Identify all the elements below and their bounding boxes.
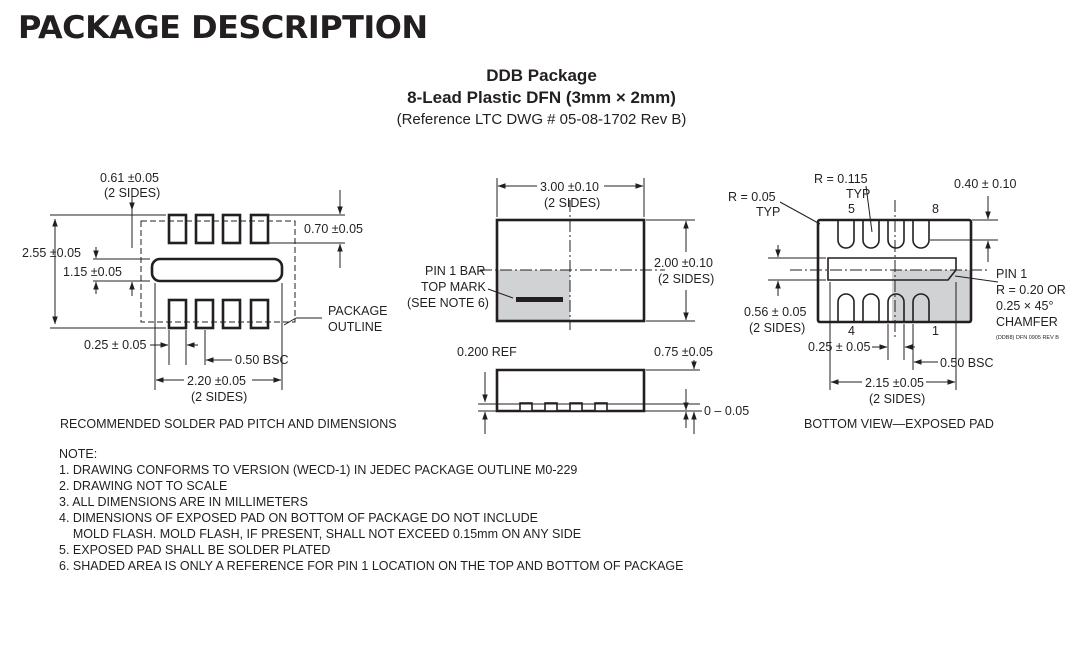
note-item: 1. DRAWING CONFORMS TO VERSION (WECD-1) … [59,463,578,477]
pin1-note-3: 0.25 × 45° [996,299,1053,313]
pin-4-label: 4 [848,324,855,338]
pin1-bar-mark [516,297,563,302]
dim-lead-width: 0.25 ± 0.05 [808,340,871,354]
solder-pads-top [167,213,270,245]
pin-5-label: 5 [848,202,855,216]
bottom-leads-top [837,221,930,249]
radius-corner: R = 0.05 [728,190,776,204]
exposed-pad [827,257,957,281]
radius-lead: R = 0.115 [814,172,868,186]
pin-8-label: 8 [932,202,939,216]
note-item: 5. EXPOSED PAD SHALL BE SOLDER PLATED [59,543,331,557]
bottom-view-caption: BOTTOM VIEW—EXPOSED PAD [804,417,994,431]
dim-standoff: 0 – 0.05 [704,404,749,418]
pin-1-label: 1 [932,324,939,338]
package-description: 8-Lead Plastic DFN (3mm × 2mm) [407,88,676,107]
dim-exposed-width: 2.20 ±0.05 [187,374,246,388]
pin1-shaded-area-bottom [892,270,970,322]
dim-ref: 0.200 REF [457,345,517,359]
dim-body-height: 2.00 ±0.10 [654,256,713,270]
pin1-label-2: TOP MARK [421,280,486,294]
dim-pad-height: 0.56 ± 0.05 [744,305,807,319]
note-item: 2. DRAWING NOT TO SCALE [59,479,228,493]
dim-body-width-sides: (2 SIDES) [544,196,600,210]
dim-body-height-sides: (2 SIDES) [658,272,714,286]
note-item: 4. DIMENSIONS OF EXPOSED PAD ON BOTTOM O… [59,511,539,525]
note-item: 6. SHADED AREA IS ONLY A REFERENCE FOR P… [59,559,684,573]
side-view: 0.200 REF 0.75 ±0.05 0 – 0.05 [457,345,749,434]
solder-pad-caption: RECOMMENDED SOLDER PAD PITCH AND DIMENSI… [60,417,397,431]
exposed-pad-land [150,257,284,283]
top-view: 3.00 ±0.10 (2 SIDES) 2.00 ±0.10 (2 SIDES… [407,178,714,330]
dim-exposed-height: 1.15 ±0.05 [63,265,122,279]
package-outline [140,220,296,323]
dim-exposed-pad-width-sides: (2 SIDES) [869,392,925,406]
dwg-code: (DDB8) DFN 0905 REV B [996,335,1059,341]
solder-pads-bottom [167,298,270,330]
solder-pad-view: 0.61 ±0.05 (2 SIDES) 0.70 ±0.05 2.55 ±0.… [22,171,397,431]
bottom-view: R = 0.05 TYP R = 0.115 TYP 5 8 4 1 0.40 … [728,172,1066,431]
dim-exposed-width-sides: (2 SIDES) [191,390,247,404]
dim-bsc-bottom: 0.50 BSC [940,356,994,370]
notes-heading: NOTE: [59,447,98,461]
dim-pad-width-sides: (2 SIDES) [104,186,160,200]
dim-pad-pitch-width: 0.25 ± 0.05 [84,338,147,352]
dim-body-width: 3.00 ±0.10 [540,180,599,194]
note-item: MOLD FLASH. MOLD FLASH, IF PRESENT, SHAL… [59,527,582,541]
dim-exposed-pad-width: 2.15 ±0.05 [865,376,924,390]
package-name: DDB Package [486,66,597,85]
dim-pad-length: 0.70 ±0.05 [304,222,363,236]
radius-lead-typ: TYP [846,187,870,201]
dim-pad-height-sides: (2 SIDES) [749,321,805,335]
bottom-leads-bottom [837,293,930,321]
notes-block: NOTE: 1. DRAWING CONFORMS TO VERSION (WE… [59,446,683,574]
pin1-note-1: PIN 1 [996,267,1027,281]
package-outline-label-1: PACKAGE [328,304,388,318]
dim-pad-width: 0.61 ±0.05 [100,171,159,185]
package-reference: (Reference LTC DWG # 05-08-1702 Rev B) [396,111,687,128]
dim-overall-height: 2.55 ±0.05 [22,246,81,260]
note-item: 3. ALL DIMENSIONS ARE IN MILLIMETERS [59,495,308,509]
radius-corner-typ: TYP [756,205,780,219]
dim-lead-length: 0.40 ± 0.10 [954,177,1017,191]
pin1-label-1: PIN 1 BAR [425,264,485,278]
package-outline-label-2: OUTLINE [328,320,382,334]
dim-bsc: 0.50 BSC [235,353,289,367]
pin1-note-4: CHAMFER [996,315,1058,329]
pin1-label-3: (SEE NOTE 6) [407,296,489,310]
page-title: PACKAGE DESCRIPTION [18,10,428,46]
dim-thickness: 0.75 ±0.05 [654,345,713,359]
pin1-note-2: R = 0.20 OR [996,283,1066,297]
pin1-shaded-area [498,270,570,321]
